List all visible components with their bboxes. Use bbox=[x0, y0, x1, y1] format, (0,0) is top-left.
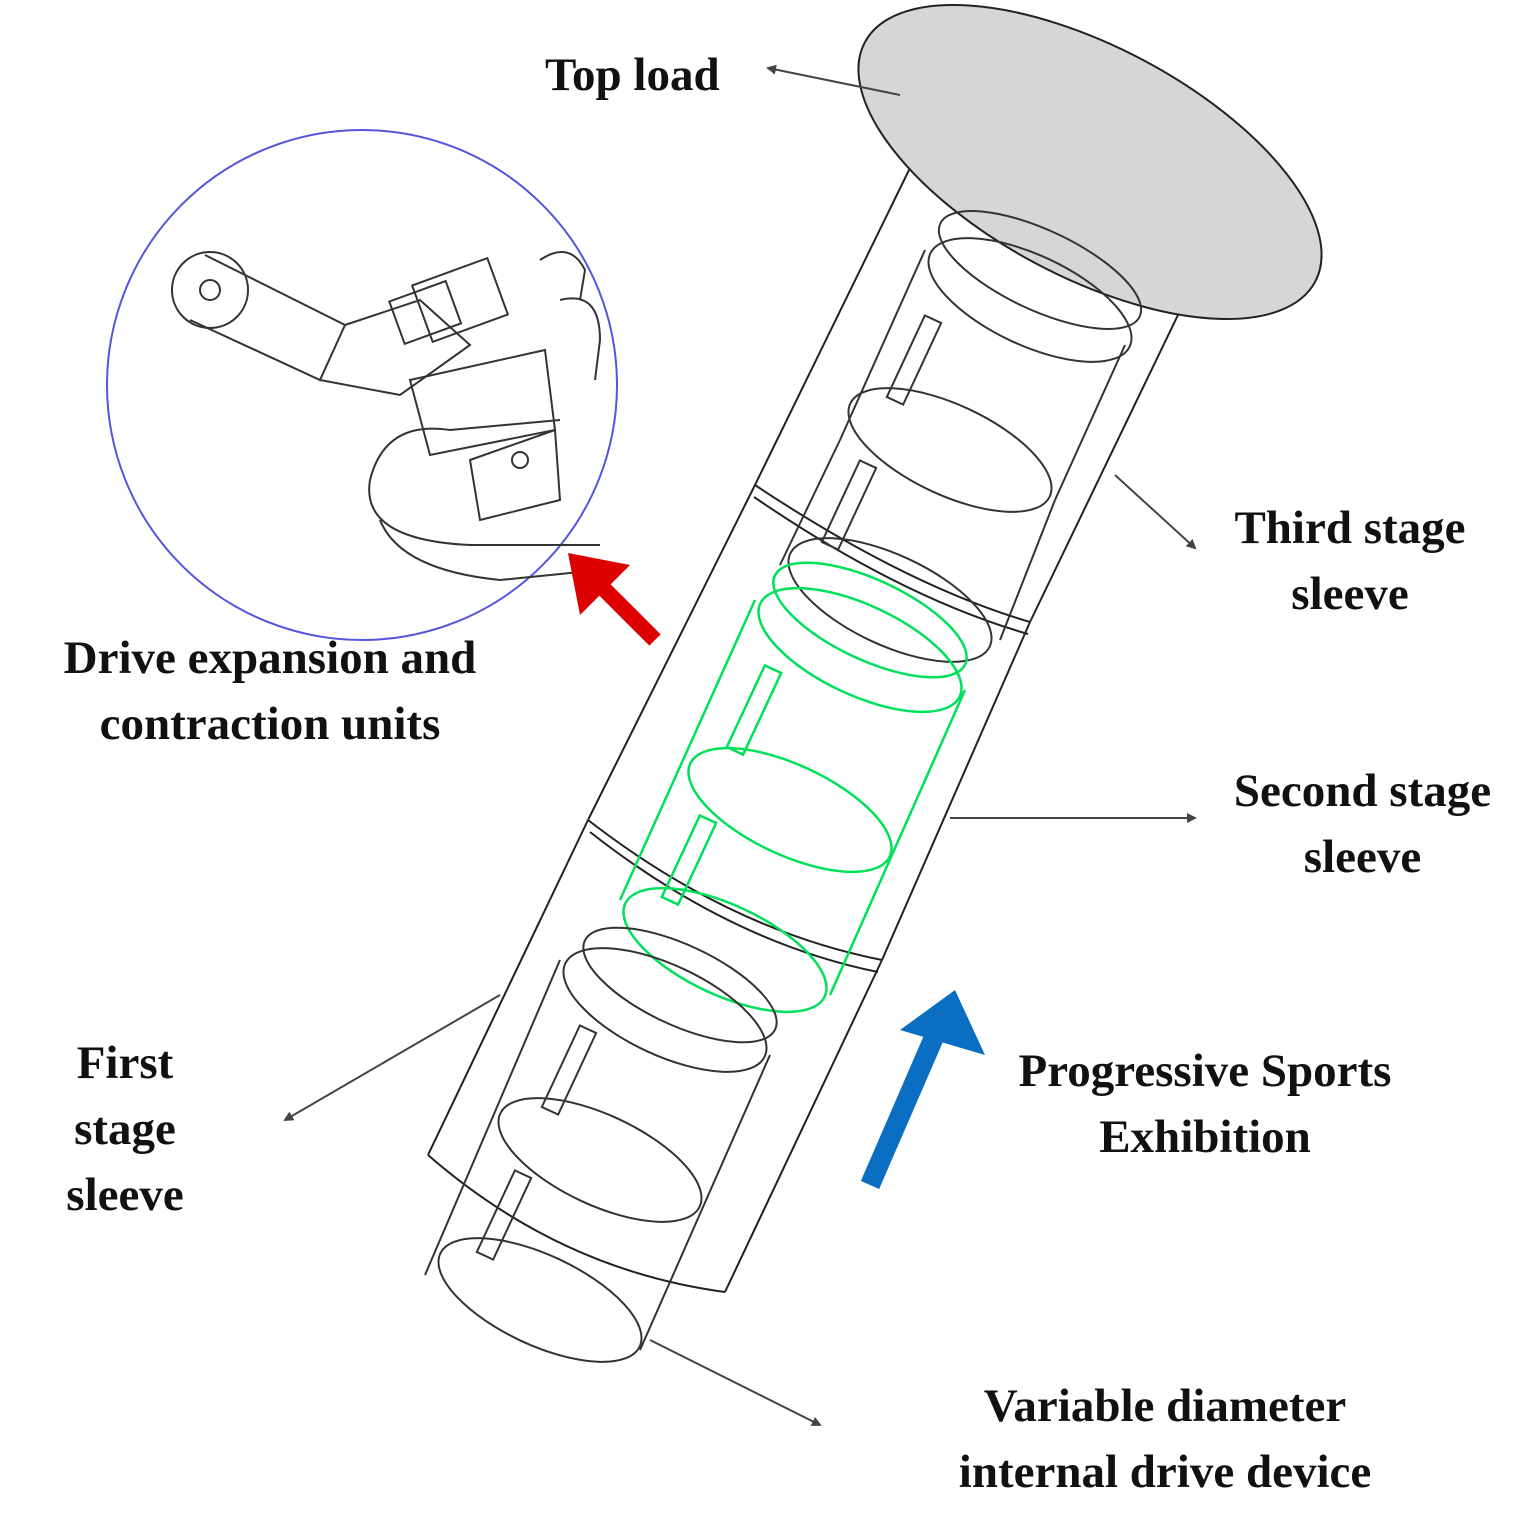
label-drive-units: Drive expansion and contraction units bbox=[63, 632, 477, 750]
second-stage-sleeve bbox=[587, 484, 1031, 961]
upper-drive-unit bbox=[779, 210, 1143, 663]
top-load-disk bbox=[857, 4, 1323, 320]
blue-arrow bbox=[860, 990, 985, 1189]
label-progressive-sports: Progressive Sports Exhibition bbox=[1018, 1045, 1392, 1163]
label-third-stage-sleeve: Third stage sleeve bbox=[1234, 502, 1466, 620]
first-stage-sleeve bbox=[427, 819, 883, 1293]
leader-top-load bbox=[766, 64, 901, 96]
label-top-load: Top load bbox=[545, 49, 720, 101]
leader-lines bbox=[283, 64, 1197, 1426]
third-stage-sleeve bbox=[754, 167, 1191, 623]
label-internal-drive-device: Variable diameter internal drive device bbox=[958, 1380, 1372, 1498]
highlighted-drive-unit bbox=[618, 561, 968, 1014]
leader-internal-drive bbox=[649, 1339, 822, 1426]
lower-drive-unit bbox=[424, 926, 778, 1363]
red-arrow bbox=[568, 553, 661, 646]
leader-first-stage bbox=[283, 994, 501, 1122]
detail-magnifier bbox=[106, 129, 618, 641]
label-second-stage-sleeve: Second stage sleeve bbox=[1233, 765, 1492, 883]
label-first-stage-sleeve: First stage sleeve bbox=[66, 1037, 184, 1221]
leader-third-stage bbox=[1114, 474, 1197, 550]
